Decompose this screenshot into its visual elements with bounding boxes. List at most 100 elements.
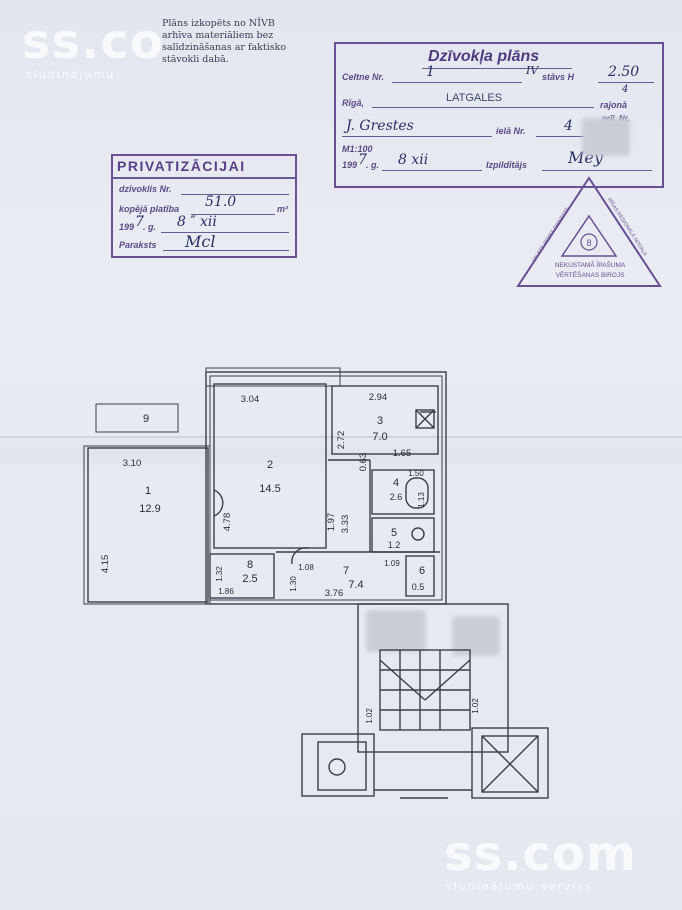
city-label: Rīgā,	[342, 98, 365, 108]
title-underline	[113, 177, 295, 179]
room-area-6: 0.5	[412, 582, 425, 592]
apartment-plan-stamp: Dzīvokļa plāns Celtne Nr. 1 IV stāvs H 2…	[334, 42, 664, 188]
archive-note: Plāns izkopēts no NĪVB arhīva materiālie…	[162, 18, 322, 66]
watermark-tagline-bottom: sludinājumu serviss	[446, 880, 593, 893]
room-number-4: 4	[393, 477, 399, 489]
line	[542, 170, 652, 171]
dimension-label: 3.04	[241, 394, 260, 405]
dimension-label: 3.33	[340, 515, 351, 534]
room-number-6: 6	[419, 565, 425, 577]
dimension-label: 1.08	[298, 563, 314, 572]
district-note: 4	[622, 84, 629, 95]
privatization-stamp: PRIVATIZĀCIJAI dzīvoklis Nr. kopējā plat…	[111, 154, 297, 258]
date-year-digit: 7	[358, 152, 367, 168]
room-area-4: 2.6	[390, 492, 403, 502]
room-area-5: 1.2	[388, 540, 401, 550]
dimension-label: 2.94	[369, 392, 388, 403]
area-unit: m²	[277, 204, 288, 214]
dimension-label: 3.10	[123, 458, 142, 469]
district-value: LATGALES	[446, 92, 503, 104]
street-value: J. Grestes	[346, 118, 414, 134]
archive-note-line: stāvokli dabā.	[162, 54, 229, 65]
room-area-3: 7.0	[372, 431, 387, 443]
room-number-7: 7	[343, 565, 349, 577]
district-label: rajonā	[600, 100, 628, 110]
line	[191, 214, 275, 215]
date-label: . g.	[143, 222, 156, 232]
room-number-8: 8	[247, 559, 253, 571]
total-area-label: kopējā platība	[119, 204, 180, 214]
dimension-label: 1.30	[289, 576, 298, 592]
signature-label: Paraksts	[119, 240, 157, 250]
floor-value: IV	[526, 64, 539, 77]
apartment-number-label: dzīvoklis Nr.	[119, 184, 172, 194]
scale-label: M1:100	[342, 144, 373, 154]
room-area-8: 2.5	[242, 573, 257, 585]
line	[392, 82, 522, 83]
room-number-2: 2	[267, 459, 273, 471]
title-underline	[422, 68, 572, 69]
room-number-9: 9	[143, 413, 149, 425]
total-area-value: 51.0	[205, 194, 237, 210]
floor-label: stāvs H	[542, 72, 575, 82]
dimension-label: 1.09	[384, 559, 400, 568]
street-number: 4	[564, 118, 573, 134]
date-value: 8 xii	[398, 152, 429, 168]
dimension-label: 0.63	[358, 453, 369, 472]
dimension-label: 2.72	[336, 431, 347, 450]
building-label: Celtne Nr.	[342, 72, 385, 82]
watermark-logo-bottom: ss.com	[444, 826, 637, 882]
date-year-digit: 7	[135, 214, 144, 230]
room-area-7: 7.4	[348, 579, 363, 591]
height-value: 2.50	[608, 64, 640, 80]
archive-note-line: salīdzināšanas ar faktisko	[162, 42, 287, 53]
apartment-plan-title: Dzīvokļa plāns	[428, 48, 540, 65]
paper-fold-line	[0, 436, 682, 438]
line	[163, 250, 289, 251]
dimension-label: 1.02	[471, 698, 480, 714]
dimension-label: 3.76	[325, 588, 344, 599]
watermark-logo-top: ss.co	[22, 14, 164, 70]
privatization-title: PRIVATIZĀCIJAI	[117, 158, 246, 174]
dimension-label: 4.15	[100, 555, 111, 574]
dimension-label: 1.65	[393, 448, 412, 459]
executor-label: Izpildītājs	[486, 160, 528, 170]
archive-note-line: arhīva materiāliem bez	[162, 30, 274, 41]
triangle-line-1: NEKUSTAMĀ ĪPAŠUMA	[554, 262, 626, 269]
line	[536, 136, 590, 137]
triangle-stamp: 8	[516, 176, 662, 287]
dimension-label: 1.50	[408, 469, 424, 478]
room-area-2: 14.5	[259, 483, 280, 495]
signature-value: Mcl	[185, 232, 216, 251]
archive-note-line: Plāns izkopēts no NĪVB	[162, 18, 275, 29]
redaction-block	[582, 118, 630, 156]
street-label: ielā Nr.	[496, 126, 526, 136]
room-number-1: 1	[145, 485, 151, 497]
room-number-3: 3	[377, 415, 383, 427]
date-label: . g.	[366, 160, 379, 170]
dimension-label: 1.97	[326, 513, 337, 532]
line	[372, 107, 594, 108]
dimension-label: 1.13	[417, 492, 426, 508]
seal-mark: 8	[586, 238, 591, 248]
date-prefix: 199	[342, 160, 358, 170]
triangle-line-2: VĒRTĒŠANAS BIROJS	[555, 272, 625, 279]
redaction-block	[366, 610, 426, 652]
dimension-label: 1.02	[365, 708, 374, 724]
date-value: 8 ″ xii	[177, 214, 217, 230]
building-value: 1	[426, 64, 435, 80]
line	[598, 82, 654, 83]
dimension-label: 1.32	[215, 566, 224, 582]
line	[342, 136, 492, 137]
line	[161, 232, 289, 233]
room-number-5: 5	[391, 527, 397, 539]
watermark-tagline-top: sludinājumu	[26, 68, 116, 81]
line	[181, 194, 289, 195]
line	[382, 170, 482, 171]
dimension-label: 1.86	[218, 587, 234, 596]
room-area-1: 12.9	[139, 503, 160, 515]
dimension-label: 4.78	[222, 513, 233, 532]
date-prefix: 199	[119, 222, 135, 232]
